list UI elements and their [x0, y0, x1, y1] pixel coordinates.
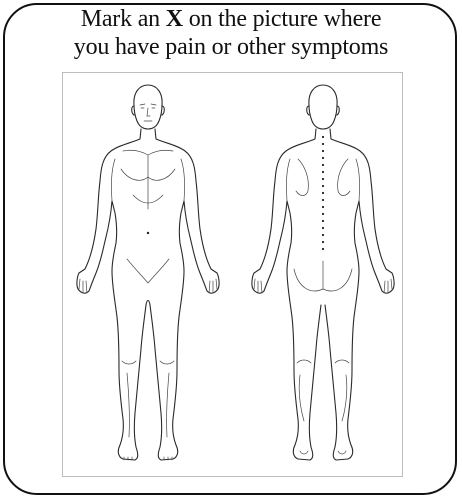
front-body-figure[interactable] — [77, 85, 219, 460]
back-knee-right — [335, 360, 349, 363]
instruction-line-1: Mark an X on the picture where — [0, 5, 462, 33]
back-heels — [300, 451, 346, 454]
back-scapula-right — [338, 159, 350, 196]
back-body-figure[interactable] — [252, 85, 394, 460]
back-head — [309, 85, 337, 129]
instruction-text: Mark an X on the picture where you have … — [0, 5, 462, 61]
front-knee-right — [160, 361, 174, 364]
back-calf-right — [342, 375, 347, 421]
front-head — [134, 85, 162, 129]
front-navel — [147, 232, 149, 234]
back-scapula-left — [296, 159, 308, 196]
back-inner-arm-right — [356, 159, 360, 201]
front-knee-left — [122, 361, 136, 364]
back-spine — [322, 136, 324, 250]
front-crotch — [146, 301, 150, 306]
front-nose — [147, 108, 150, 116]
front-inner-arm-left — [111, 159, 115, 201]
back-inner-arm-left — [286, 159, 290, 201]
instruction-line-2: you have pain or other symptoms — [0, 33, 462, 61]
body-diagram-frame[interactable] — [62, 72, 403, 477]
front-shin-right — [167, 373, 169, 437]
front-brow — [140, 104, 156, 105]
mark-x-bold: X — [166, 6, 183, 32]
back-knee-left — [297, 360, 311, 363]
front-shin-left — [127, 373, 129, 437]
back-calf-left — [299, 375, 304, 421]
front-hips — [127, 259, 169, 283]
body-diagram[interactable] — [63, 73, 404, 478]
front-collarbones — [123, 150, 173, 155]
front-inner-arm-right — [181, 159, 185, 201]
